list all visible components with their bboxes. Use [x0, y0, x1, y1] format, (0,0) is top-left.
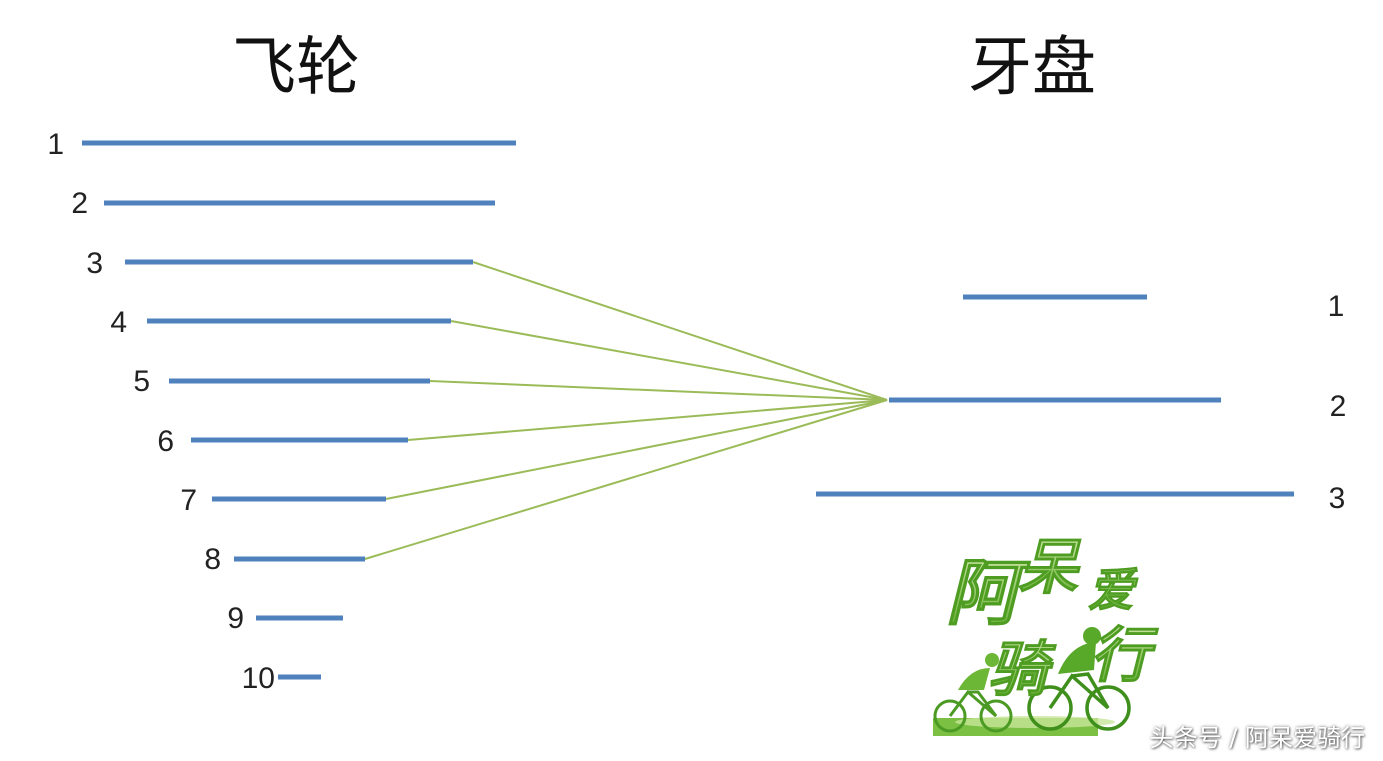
logo-text-5: 行 — [1090, 621, 1159, 691]
connector-line — [407, 399, 888, 441]
logo-text-1: 阿 — [946, 550, 1031, 635]
flywheel-label-8: 8 — [204, 543, 221, 576]
chainring-gears — [816, 294, 1294, 497]
flywheel-label-3: 3 — [86, 247, 103, 280]
chainring-label-1: 1 — [1328, 290, 1345, 323]
logo-rider — [958, 668, 990, 690]
watermark-text: 头条号 / 阿呆爱骑行 — [1149, 724, 1365, 752]
flywheel-label-5: 5 — [133, 365, 150, 398]
flywheel-label-7: 7 — [180, 484, 197, 517]
flywheel-label-10: 10 — [242, 662, 275, 695]
logo-rider-head — [985, 653, 999, 667]
cycling-logo: 阿 呆 爱 骑 行 — [933, 533, 1160, 736]
chainring-label-2: 2 — [1330, 390, 1347, 423]
logo-text-4: 骑 — [988, 635, 1057, 705]
logo-text-3: 爱 — [1088, 563, 1139, 617]
flywheel-heading: 飞轮 — [232, 31, 360, 105]
connector-line — [385, 399, 888, 500]
connector-line — [364, 399, 888, 560]
logo-bike-frame — [948, 689, 998, 718]
flywheel-label-4: 4 — [110, 306, 127, 339]
connector-lines — [364, 261, 888, 560]
flywheel-label-9: 9 — [227, 602, 244, 635]
chainring-labels: 1 2 3 — [1328, 290, 1347, 515]
logo-bike-wheel — [933, 699, 967, 733]
logo-bike-frame — [1048, 672, 1110, 710]
flywheel-gears — [82, 140, 516, 680]
chainring-label-3: 3 — [1329, 482, 1346, 515]
logo-rider-head — [1083, 627, 1101, 645]
connector-line — [472, 261, 888, 401]
flywheel-label-1: 1 — [47, 128, 64, 161]
connector-line — [450, 320, 888, 401]
logo-text-2: 呆 — [1018, 533, 1082, 603]
logo-bike-wheel — [979, 699, 1013, 733]
chainring-heading: 牙盘 — [968, 31, 1096, 105]
logo-bike-wheel — [1027, 685, 1073, 731]
logo-bike-wheel — [1085, 685, 1131, 731]
connector-line — [429, 380, 888, 401]
logo-rider — [1058, 642, 1096, 674]
flywheel-label-2: 2 — [71, 187, 88, 220]
flywheel-label-6: 6 — [157, 425, 174, 458]
flywheel-labels: 1 2 3 4 5 6 7 8 9 10 — [47, 128, 275, 695]
